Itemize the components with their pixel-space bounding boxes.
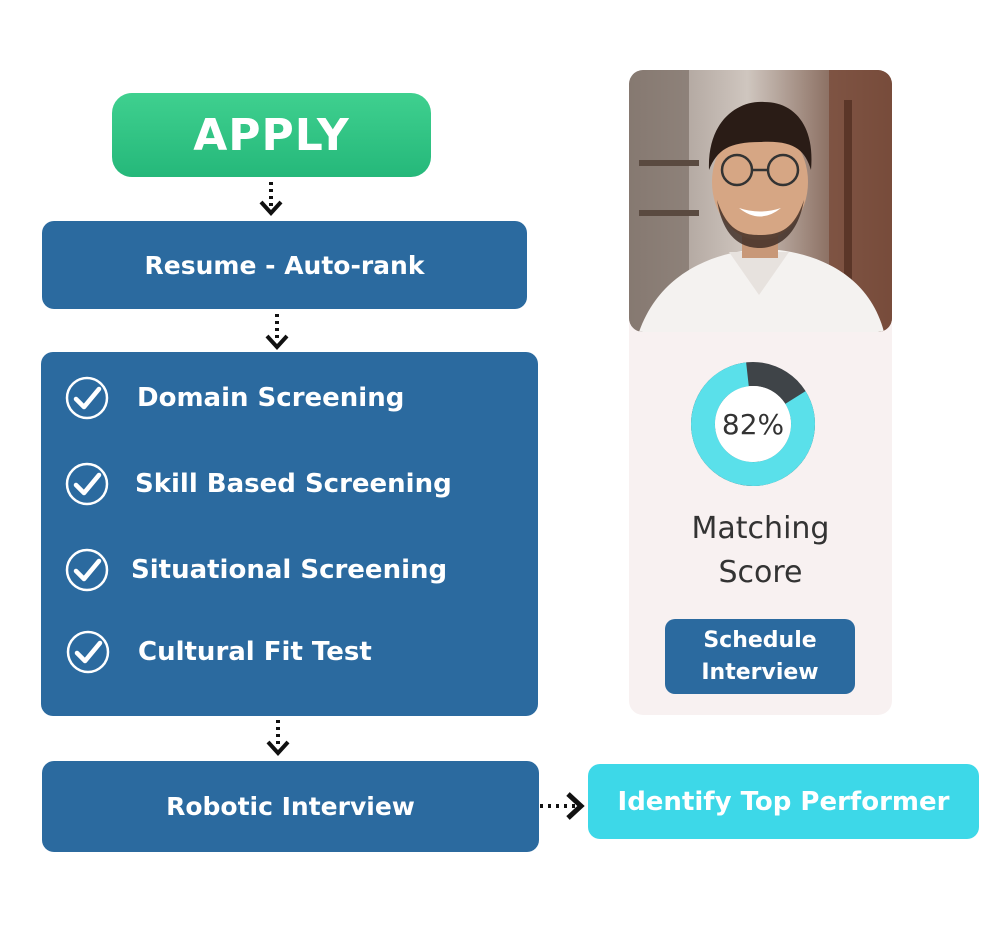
screening-item: Skill Based Screening <box>65 462 452 506</box>
identify-top-performer-step: Identify Top Performer <box>588 764 979 839</box>
candidate-card: 82% Matching Score Schedule Interview <box>629 70 892 715</box>
resume-step-label: Resume - Auto-rank <box>145 251 425 280</box>
check-circle-icon <box>66 630 110 674</box>
screening-steps-panel: Domain Screening Skill Based Screening S… <box>41 352 538 716</box>
resume-auto-rank-step: Resume - Auto-rank <box>42 221 527 309</box>
screening-item-label: Situational Screening <box>131 555 447 585</box>
screening-item-label: Domain Screening <box>137 383 404 413</box>
screening-item: Cultural Fit Test <box>66 630 372 674</box>
arrow-down-icon <box>263 718 293 758</box>
schedule-interview-button[interactable]: Schedule Interview <box>665 619 855 694</box>
schedule-line1: Schedule <box>701 625 818 657</box>
check-circle-icon <box>65 376 109 420</box>
arrow-down-icon <box>262 312 292 352</box>
score-label-line1: Matching <box>629 507 892 551</box>
robotic-step-label: Robotic Interview <box>166 792 415 821</box>
arrow-right-icon <box>538 789 588 823</box>
score-value: 82% <box>690 361 816 487</box>
candidate-photo <box>629 70 892 332</box>
check-circle-icon <box>65 548 109 592</box>
schedule-line2: Interview <box>701 657 818 689</box>
top-performer-label: Identify Top Performer <box>618 787 950 817</box>
screening-item-label: Cultural Fit Test <box>138 637 372 667</box>
robotic-interview-step: Robotic Interview <box>42 761 539 852</box>
matching-score-donut: 82% <box>690 361 816 487</box>
apply-button[interactable]: APPLY <box>112 93 431 177</box>
screening-item-label: Skill Based Screening <box>135 469 452 499</box>
matching-score-label: Matching Score <box>629 507 892 595</box>
arrow-down-icon <box>256 180 286 218</box>
check-circle-icon <box>65 462 109 506</box>
score-label-line2: Score <box>629 551 892 595</box>
screening-item: Domain Screening <box>65 376 404 420</box>
screening-item: Situational Screening <box>65 548 447 592</box>
